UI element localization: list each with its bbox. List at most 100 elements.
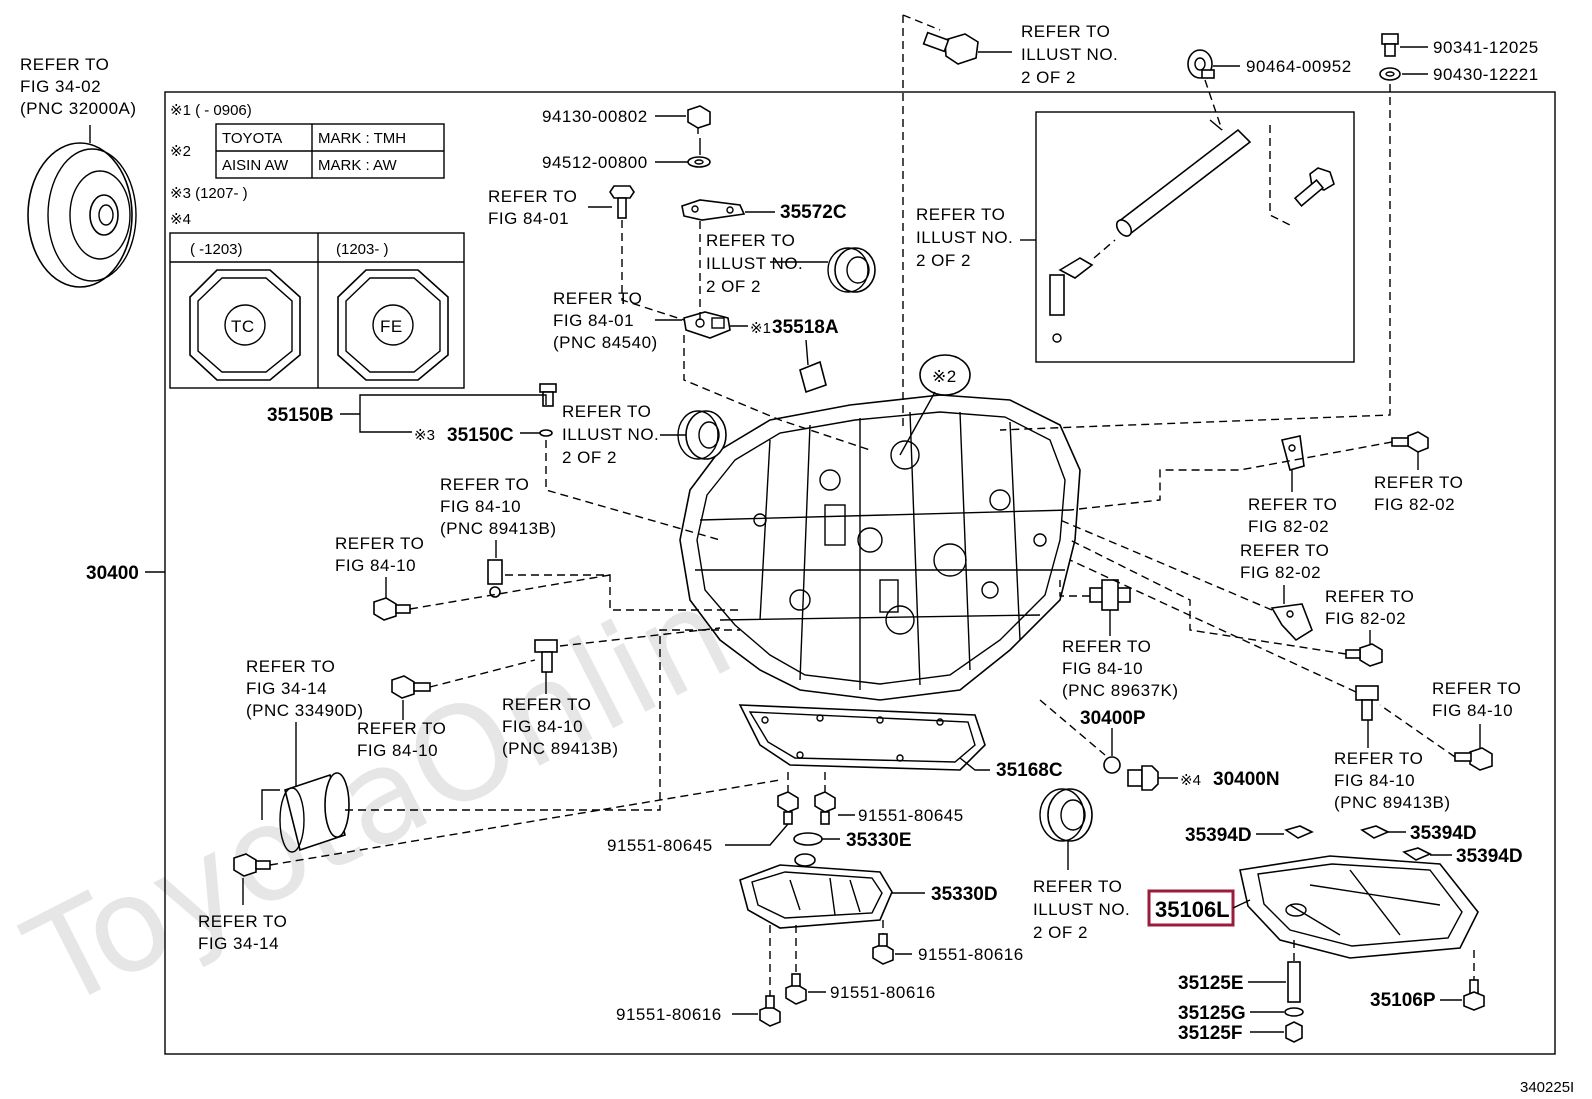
bracket-8202b[interactable]: [1281, 435, 1305, 471]
ref-illust-seal-l2: ILLUST NO.: [916, 228, 1013, 247]
ref-8410g-l1: REFER TO: [1334, 749, 1423, 768]
pan-gasket-35168c[interactable]: [738, 704, 986, 771]
cap-range-1: ( -1203): [190, 241, 243, 258]
washer-94512[interactable]: [687, 156, 711, 168]
magnet-35394d-b[interactable]: [1360, 825, 1390, 839]
ref-8410b-l1: REFER TO: [335, 534, 424, 553]
ref-illust-left-l3: 2 OF 2: [562, 448, 617, 467]
speed-sensor-left[interactable]: [487, 559, 503, 598]
ref-illust-left-l1: REFER TO: [562, 402, 651, 421]
label-90430: 90430-12221: [1433, 65, 1539, 84]
ref-8410c-l2: FIG 84-10: [357, 741, 438, 760]
oil-seal-upper[interactable]: [827, 247, 876, 293]
bolt-91551-616-a[interactable]: [872, 933, 894, 965]
legend-note1: ※1 ( - 0906): [170, 102, 252, 119]
ref-8401a-l2: FIG 84-01: [488, 209, 569, 228]
gasket-30400p[interactable]: [1103, 756, 1121, 774]
bolt-91551-616-b[interactable]: [785, 973, 807, 1005]
label-35106l: 35106L: [1155, 897, 1230, 922]
sensor-35518a[interactable]: [683, 311, 731, 339]
dipstick-tube[interactable]: [1049, 128, 1252, 343]
mark1-35518a: ※1: [750, 320, 771, 337]
ref-8401b-l2: FIG 84-01: [553, 311, 634, 330]
ref-8410d-l2: FIG 84-10: [502, 717, 583, 736]
magnet-35394d-c[interactable]: [1402, 847, 1432, 861]
bolt-91551-645-b[interactable]: [814, 791, 836, 825]
sensor-89413b-right[interactable]: [1355, 685, 1379, 721]
bolt-91551-645-a[interactable]: [777, 791, 799, 825]
ref-illust-mid-l2: ILLUST NO.: [706, 254, 803, 273]
ref-8202b-l1: REFER TO: [1248, 495, 1337, 514]
label-35572c: 35572C: [780, 202, 847, 223]
label-35394d-b: 35394D: [1410, 823, 1477, 844]
ref-illust-top-l2: ILLUST NO.: [1021, 45, 1118, 64]
ref-8410g-l3: (PNC 89413B): [1334, 793, 1451, 812]
label-90341: 90341-12025: [1433, 38, 1539, 57]
ref-3414a-l1: REFER TO: [246, 657, 335, 676]
cap-table: [169, 232, 465, 389]
bolt-90341[interactable]: [1381, 33, 1399, 57]
label-35150b: 35150B: [267, 405, 334, 426]
bolt-91551-616-c[interactable]: [759, 995, 781, 1027]
ref-8401b-l3: (PNC 84540): [553, 333, 658, 352]
ref-8202a-l2: FIG 82-02: [1374, 495, 1455, 514]
nut-94130[interactable]: [687, 105, 711, 134]
gasket-35125g[interactable]: [1284, 1007, 1304, 1017]
ref-8401b-l1: REFER TO: [553, 289, 642, 308]
ref-3414a-l3: (PNC 33490D): [246, 701, 364, 720]
ref-illust-top-l1: REFER TO: [1021, 22, 1110, 41]
plug-30400n[interactable]: [1127, 765, 1159, 791]
washer-90430[interactable]: [1379, 67, 1401, 81]
oring-35330e[interactable]: [793, 832, 823, 846]
bolt-35106p[interactable]: [1463, 979, 1485, 1011]
ref-8410d-l1: REFER TO: [502, 695, 591, 714]
clamp-90464[interactable]: [1187, 49, 1215, 79]
ref-illust-left-l2: ILLUST NO.: [562, 425, 659, 444]
strainer-35330d[interactable]: [739, 853, 893, 929]
label-35330e: 35330E: [846, 830, 912, 851]
oring-35150c[interactable]: [539, 429, 553, 437]
ref-8410f-l1: REFER TO: [1432, 679, 1521, 698]
transaxle-case[interactable]: [679, 394, 1081, 701]
ref-illust-bottom-l1: REFER TO: [1033, 877, 1122, 896]
bolt-8202d[interactable]: [1345, 643, 1383, 667]
ref-8202c-l1: REFER TO: [1240, 541, 1329, 560]
label-91551-616-c: 91551-80616: [616, 1005, 722, 1024]
pipe-35125e[interactable]: [1287, 961, 1301, 1003]
legend-note3: ※3 (1207- ): [170, 185, 248, 202]
label-94130: 94130-00802: [542, 107, 648, 126]
ref-illust-bottom-l2: ILLUST NO.: [1033, 900, 1130, 919]
speed-sensor-mid[interactable]: [534, 639, 558, 673]
label-35150c: 35150C: [447, 425, 514, 446]
oil-seal-lower[interactable]: [1039, 788, 1093, 842]
ref-3414b-l1: REFER TO: [198, 912, 287, 931]
ref-illust-seal-l3: 2 OF 2: [916, 251, 971, 270]
dipstick-bolt[interactable]: [1293, 167, 1335, 207]
label-35394d-c: 35394D: [1456, 846, 1523, 867]
cap-code-1: TC: [231, 317, 255, 336]
ref-8410b-l2: FIG 84-10: [335, 556, 416, 575]
magnet-35394d-a[interactable]: [1284, 825, 1314, 839]
mark-table-maker-2: AISIN AW: [222, 157, 289, 174]
figure-number: 340225I: [1520, 1079, 1574, 1096]
bolt-fig8401[interactable]: [609, 185, 635, 219]
torque-converter[interactable]: [27, 125, 137, 288]
bracket-8202c[interactable]: [1270, 603, 1313, 642]
ref-8410f-l2: FIG 84-10: [1432, 701, 1513, 720]
plug-35150b[interactable]: [539, 383, 557, 407]
oil-pan-35106l[interactable]: [1239, 855, 1479, 959]
bolt-8410b[interactable]: [373, 597, 411, 621]
cap-tc-icon: [189, 269, 301, 381]
bolt-top-illust[interactable]: [922, 31, 979, 65]
bolt-3414b[interactable]: [233, 853, 271, 877]
bracket-35572c[interactable]: [681, 199, 746, 221]
legend-note4: ※4: [170, 211, 191, 228]
bolt-8410f[interactable]: [1454, 747, 1493, 771]
label-91551-645-b: 91551-80645: [858, 806, 964, 825]
oil-cooler[interactable]: [261, 772, 350, 853]
plug-35125f[interactable]: [1285, 1021, 1303, 1043]
bolt-8202a[interactable]: [1391, 431, 1429, 453]
sensor-89637k[interactable]: [1089, 579, 1131, 611]
